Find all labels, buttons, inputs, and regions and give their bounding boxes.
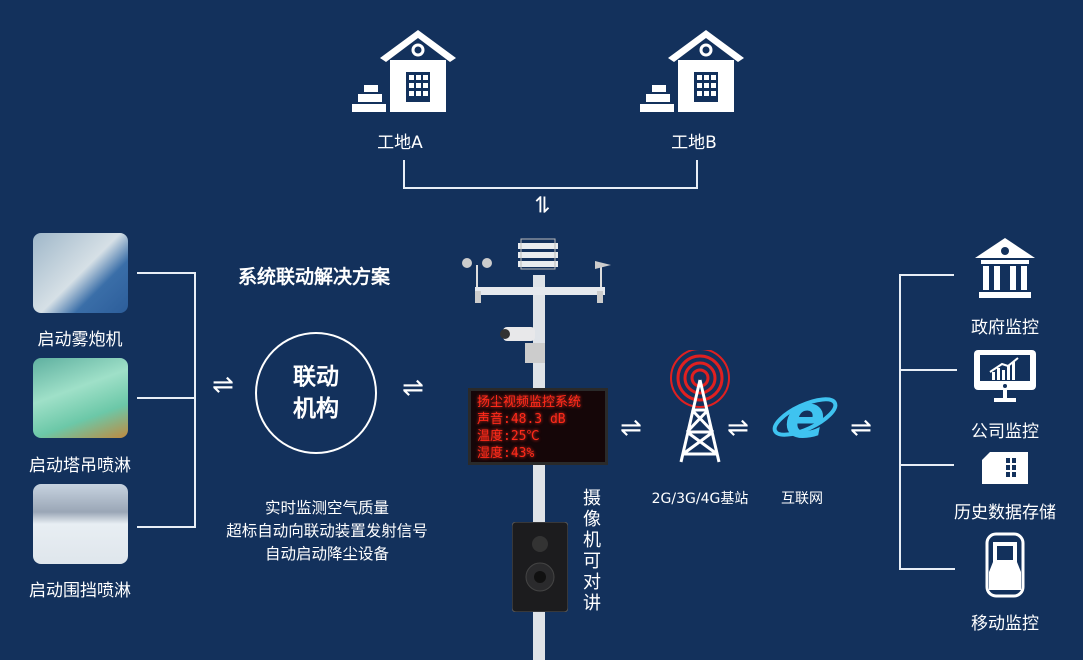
bidirectional-arrow-icon: ⇌ xyxy=(212,370,234,400)
description-line: 实时监测空气质量 xyxy=(264,499,390,517)
government-building-icon xyxy=(975,238,1035,298)
description-line: 自动启动降尘设备 xyxy=(264,545,390,563)
station-label: 2G/3G/4G基站 xyxy=(651,491,749,507)
internet-explorer-icon: e xyxy=(772,385,838,445)
site-a-house-icon xyxy=(352,30,456,112)
connector xyxy=(194,272,196,528)
camera-label: 摄像机可对讲 xyxy=(583,488,601,614)
left-item-label: 启动塔吊喷淋 xyxy=(29,456,131,476)
bidirectional-arrow-icon: ⇌ xyxy=(620,413,642,443)
linkage-line2: 机构 xyxy=(293,396,339,422)
right-item-label: 移动监控 xyxy=(971,614,1039,634)
bidirectional-arrow-icon: ⇌ xyxy=(529,195,555,214)
site-b-label: 工地B xyxy=(671,133,717,153)
connector xyxy=(899,274,954,276)
fence-spray-photo xyxy=(33,484,128,564)
intercom-camera-icon xyxy=(512,522,568,612)
cell-tower-icon xyxy=(670,350,730,463)
connector xyxy=(403,160,405,188)
sim-card-icon xyxy=(982,452,1028,484)
led-display: 扬尘视频监控系统 声音:48.3 dB 温度:25℃ 湿度:43% xyxy=(468,388,608,465)
connector xyxy=(696,160,698,188)
linkage-mechanism-circle: 联动 机构 xyxy=(255,332,377,454)
description-line: 超标自动向联动装置发射信号 xyxy=(226,522,428,540)
led-line: 湿度:43% xyxy=(477,446,535,461)
internet-label: 互联网 xyxy=(781,491,823,507)
site-a-label: 工地A xyxy=(377,133,423,153)
tower-crane-spray-photo xyxy=(33,358,128,438)
fog-cannon-photo xyxy=(33,233,128,313)
connector xyxy=(899,464,954,466)
right-item-label: 公司监控 xyxy=(971,422,1039,442)
right-item-label: 政府监控 xyxy=(971,318,1039,338)
led-line: 扬尘视频监控系统 xyxy=(477,395,582,410)
connector xyxy=(403,187,698,189)
connector xyxy=(137,272,195,274)
connector xyxy=(137,526,195,528)
left-item-label: 启动雾炮机 xyxy=(37,330,123,350)
led-line: 声音:48.3 dB xyxy=(477,412,566,427)
description: 实时监测空气质量 超标自动向联动装置发射信号 自动启动降尘设备 xyxy=(226,497,428,566)
site-b-house-icon xyxy=(640,30,744,112)
connector xyxy=(899,369,957,371)
bidirectional-arrow-icon: ⇌ xyxy=(850,413,872,443)
connector xyxy=(137,397,195,399)
led-line: 温度:25℃ xyxy=(477,429,540,444)
connector xyxy=(899,568,955,570)
mobile-phone-icon xyxy=(985,532,1025,598)
left-item-label: 启动围挡喷淋 xyxy=(29,581,131,601)
monitor-chart-icon xyxy=(974,350,1036,402)
right-item-label: 历史数据存储 xyxy=(954,503,1056,523)
bidirectional-arrow-icon: ⇌ xyxy=(402,373,424,403)
bidirectional-arrow-icon: ⇌ xyxy=(727,413,749,443)
connector xyxy=(899,274,901,570)
linkage-line1: 联动 xyxy=(293,364,339,390)
solution-title: 系统联动解决方案 xyxy=(238,266,391,288)
